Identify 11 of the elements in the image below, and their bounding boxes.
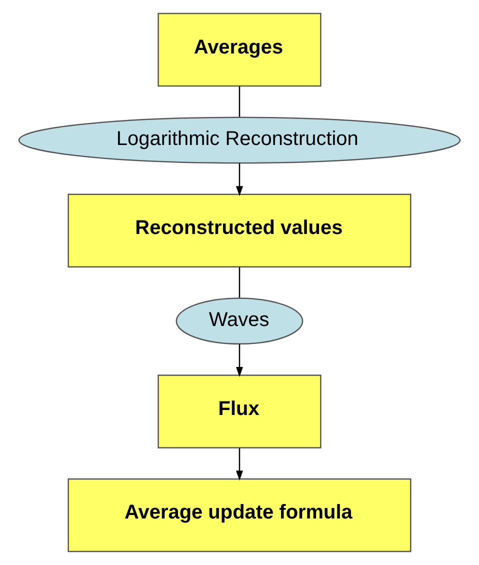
node-ellipse: Waves: [176, 298, 304, 345]
connector: [238, 267, 240, 298]
node-box: Reconstructed values: [68, 194, 412, 268]
node-box: Averages: [158, 12, 322, 87]
node-ellipse: Logarithmic Reconstruction: [18, 116, 461, 164]
arrow: [236, 344, 243, 377]
node-box: Flux: [158, 374, 322, 448]
connector: [238, 86, 240, 117]
arrow: [236, 163, 243, 196]
node-box: Average update formula: [68, 478, 412, 552]
arrow: [236, 448, 243, 481]
